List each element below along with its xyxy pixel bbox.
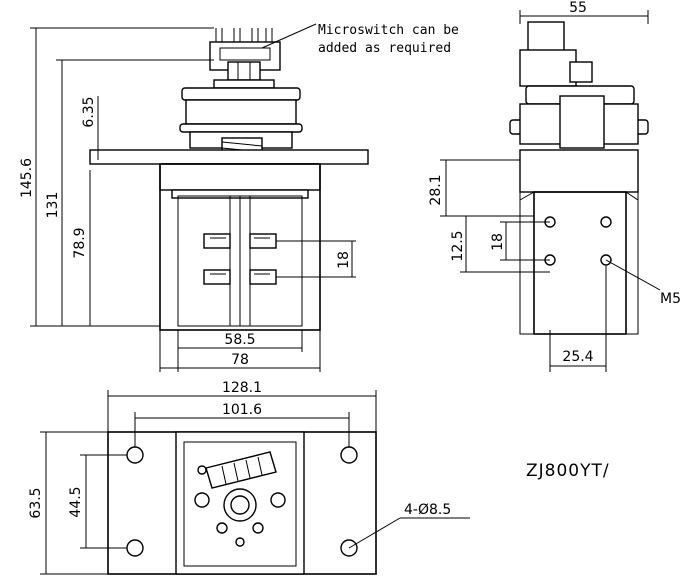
base-total-height-label: 63.5 (28, 487, 44, 518)
front-total-height-label: 145.6 (19, 158, 35, 198)
front-view: 145.6 131 6.35 78.9 18 58.5 78 Microswit… (19, 23, 459, 372)
base-view: 128.1 101.6 63.5 44.5 4-Ø8.5 ZJ800YT/ (28, 380, 610, 575)
side-left-spacing-label: 12.5 (450, 230, 466, 261)
front-inner-width-label: 58.5 (224, 332, 255, 348)
side-width-label: 55 (569, 0, 587, 16)
model-label: ZJ800YT/ (526, 461, 610, 481)
hole-spec-label: 4-Ø8.5 (404, 502, 451, 518)
side-right-spacing-label: 18 (490, 233, 506, 251)
front-top-offset-label: 6.35 (81, 96, 97, 127)
base-total-width-label: 128.1 (222, 380, 262, 396)
front-terminals (203, 233, 277, 285)
front-body-height-label: 131 (45, 192, 61, 219)
side-height-label: 28.1 (428, 174, 444, 205)
base-hole-width-label: 101.6 (222, 402, 262, 418)
side-view: 55 28.1 12.5 18 25.4 M5 (428, 0, 681, 372)
thread-spec-label: M5 (660, 291, 681, 307)
microswitch-note-line2: added as required (318, 41, 451, 56)
front-body-width-label: 78 (231, 352, 249, 368)
front-terminal-spacing-label: 18 (336, 251, 352, 269)
front-lower-height-label: 78.9 (72, 227, 88, 258)
base-hole-height-label: 44.5 (68, 486, 84, 517)
side-screw-holes (544, 216, 612, 266)
base-microswitch (205, 451, 277, 489)
side-bottom-width-label: 25.4 (562, 349, 593, 365)
microswitch-note-line1: Microswitch can be (318, 23, 459, 38)
